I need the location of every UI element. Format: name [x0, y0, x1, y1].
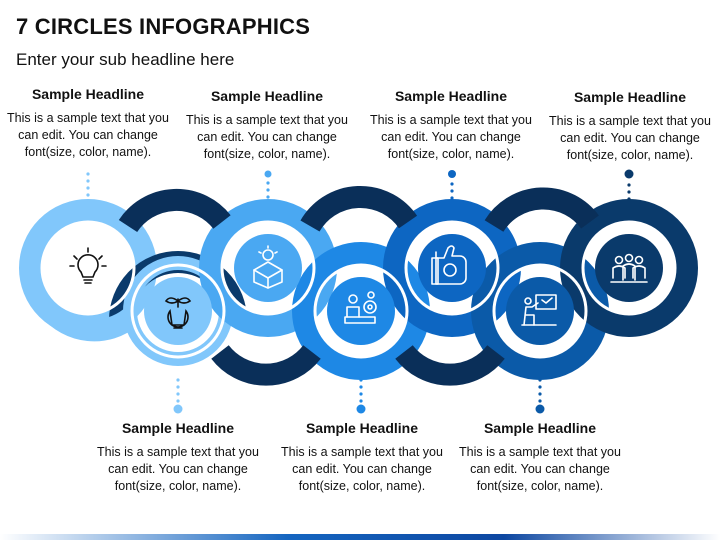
disk-6: [506, 277, 574, 345]
text-block-1: Sample Headline This is a sample text th…: [3, 86, 173, 161]
step-body: This is a sample text that you can edit.…: [186, 113, 348, 161]
step-body: This is a sample text that you can edit.…: [370, 113, 532, 161]
team-icon: [610, 253, 648, 283]
presentation-icon: [521, 294, 557, 326]
disk-1: [54, 234, 122, 302]
step-headline: Sample Headline: [394, 88, 508, 104]
thumbs-up-icon: [431, 245, 467, 285]
person-gears-icon: [344, 291, 377, 324]
text-block-6: Sample Headline This is a sample text th…: [455, 420, 625, 495]
connector-1: [86, 172, 90, 204]
step-headline: Sample Headline: [31, 86, 145, 102]
step-headline: Sample Headline: [121, 420, 235, 436]
idea-box-icon: [253, 245, 283, 289]
separator-rings: [40, 220, 677, 359]
step-headline: Sample Headline: [573, 89, 687, 105]
step-body: This is a sample text that you can edit.…: [7, 111, 169, 159]
step-headline: Sample Headline: [305, 420, 419, 436]
text-block-4: Sample Headline This is a sample text th…: [277, 420, 447, 495]
text-block-7: Sample Headline This is a sample text th…: [545, 89, 715, 164]
connector-6: [535, 378, 545, 414]
text-block-3: Sample Headline This is a sample text th…: [182, 88, 352, 163]
disk-5: [418, 234, 486, 302]
disk-3: [234, 234, 302, 302]
lightbulb-icon: [69, 247, 107, 284]
disk-4: [327, 277, 395, 345]
text-block-2: Sample Headline This is a sample text th…: [93, 420, 263, 495]
page-subtitle: Enter your sub headline here: [16, 50, 235, 69]
page-title: 7 CIRCLES INFOGRAPHICS: [16, 14, 311, 39]
text-block-5: Sample Headline This is a sample text th…: [366, 88, 536, 163]
step-headline: Sample Headline: [483, 420, 597, 436]
connector-2: [173, 378, 183, 414]
step-body: This is a sample text that you can edit.…: [281, 445, 443, 493]
step-body: This is a sample text that you can edit.…: [549, 114, 711, 162]
plant-bulb-icon: [164, 297, 192, 329]
disk-7: [595, 234, 663, 302]
step-body: This is a sample text that you can edit.…: [97, 445, 259, 493]
circle-7: [560, 199, 698, 337]
bottom-accent-bar: [0, 534, 720, 540]
connector-4: [356, 378, 366, 414]
disk-2: [144, 277, 212, 345]
weave-bands: [41, 185, 599, 386]
step-body: This is a sample text that you can edit.…: [459, 445, 621, 493]
step-headline: Sample Headline: [210, 88, 324, 104]
